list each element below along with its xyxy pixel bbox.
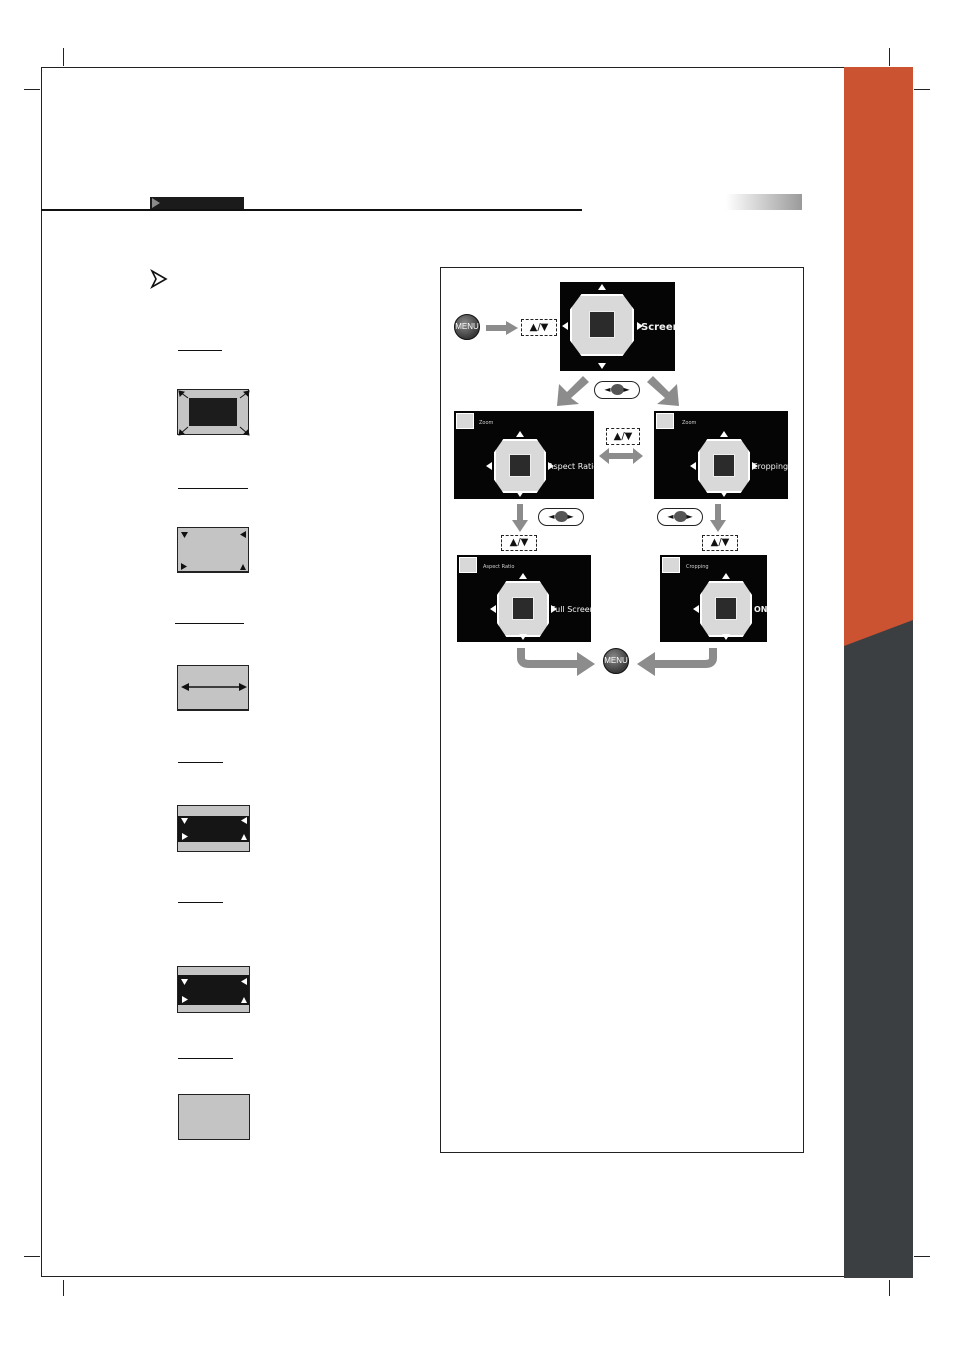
arrowhead-bullet-icon <box>150 268 168 290</box>
header-rule <box>41 209 582 211</box>
arrow-down-left-icon <box>557 376 589 406</box>
osd-nav-arrows-icon <box>562 284 643 369</box>
double-arrow-horizontal-icon <box>599 448 643 464</box>
updown-key-left: ▲/▼ <box>501 535 537 551</box>
aspect-icon-3 <box>177 665 249 711</box>
header-gradient-bar <box>726 194 802 210</box>
aspect-icon-5-screen <box>178 975 249 1005</box>
side-tab-orange <box>844 67 913 647</box>
osd-screen-top: Screen <box>560 282 675 371</box>
osd-cube <box>570 294 634 356</box>
osd-top-label: Screen <box>641 322 675 333</box>
osd-small-icon <box>459 557 477 573</box>
osd-small-icon <box>656 413 674 429</box>
osd-cube <box>497 581 549 637</box>
menu-navigation-panel: MENU ▲/▼ Screen ◄► Zoom <box>440 267 804 1153</box>
return-arrow-right-icon <box>637 648 717 676</box>
leftright-key-top: ◄► <box>594 381 640 399</box>
osd-nav-arrows-icon <box>486 431 554 497</box>
aspect-icon-2 <box>177 527 249 573</box>
osd-bottom-right-title: Cropping <box>686 564 709 570</box>
osd-nav-arrows-icon <box>690 431 758 497</box>
aspect-icon-4 <box>177 805 250 852</box>
osd-mid-right-title: Zoom <box>682 420 697 426</box>
corner-arrows-icon <box>181 817 247 840</box>
aspect-icon-1 <box>177 389 250 436</box>
double-arrow-icon <box>181 683 247 691</box>
arrow-down-left-column-icon <box>512 504 528 532</box>
section-tag <box>150 197 244 209</box>
osd-screen-mid-left: Zoom Aspect Ratio <box>454 411 594 499</box>
enter-button-icon <box>554 511 568 522</box>
corner-arrows-icon <box>178 390 250 436</box>
arrow-down-right-column-icon <box>710 504 726 532</box>
osd-mid-right-label: Cropping <box>752 462 788 471</box>
menu-button-bottom[interactable]: MENU <box>603 648 629 674</box>
corner-arrows-icon <box>181 531 246 570</box>
leftright-key-right: ◄► <box>657 508 703 526</box>
aspect-icon-1-screen <box>189 398 237 426</box>
option-underline-3 <box>175 623 244 624</box>
option-underline-6 <box>178 1058 233 1059</box>
updown-key-top: ▲/▼ <box>521 319 557 336</box>
aspect-icon-5 <box>177 966 250 1013</box>
osd-bottom-left-label: Full Screen <box>551 605 591 614</box>
option-underline-5 <box>178 902 223 903</box>
arrow-right-icon <box>486 321 518 335</box>
side-tab-dark <box>844 620 913 1278</box>
enter-button-icon <box>673 511 687 522</box>
section-tag-arrow-icon <box>152 198 160 208</box>
leftright-key-left: ◄► <box>538 508 584 526</box>
osd-bottom-left-title: Aspect Ratio <box>483 564 515 570</box>
osd-nav-arrows-icon <box>693 573 730 640</box>
plain-screen-icon <box>178 1094 250 1140</box>
osd-mid-left-title: Zoom <box>479 420 494 426</box>
osd-screen-mid-right: Zoom Cropping <box>654 411 788 499</box>
osd-small-icon <box>456 413 474 429</box>
return-arrow-left-icon <box>517 648 595 676</box>
menu-button-top[interactable]: MENU <box>454 314 480 340</box>
osd-cube <box>494 439 546 493</box>
osd-bottom-right-label: ON <box>754 605 767 614</box>
updown-key-middle: ▲/▼ <box>606 428 640 445</box>
aspect-icon-4-screen <box>178 816 249 842</box>
option-underline-2 <box>178 488 248 489</box>
option-underline-4 <box>178 762 223 763</box>
arrow-down-right-icon <box>647 376 679 406</box>
osd-screen-bottom-left: Aspect Ratio Full Screen <box>457 555 591 642</box>
osd-small-icon <box>662 557 680 573</box>
option-underline-1 <box>178 350 222 351</box>
updown-key-right: ▲/▼ <box>702 535 738 551</box>
osd-screen-bottom-right: Cropping ON <box>660 555 767 642</box>
osd-cube <box>698 439 750 493</box>
corner-arrows-icon <box>181 978 247 1003</box>
enter-button-icon <box>610 384 624 395</box>
osd-nav-arrows-icon <box>490 573 557 640</box>
osd-mid-left-label: Aspect Ratio <box>548 462 594 471</box>
